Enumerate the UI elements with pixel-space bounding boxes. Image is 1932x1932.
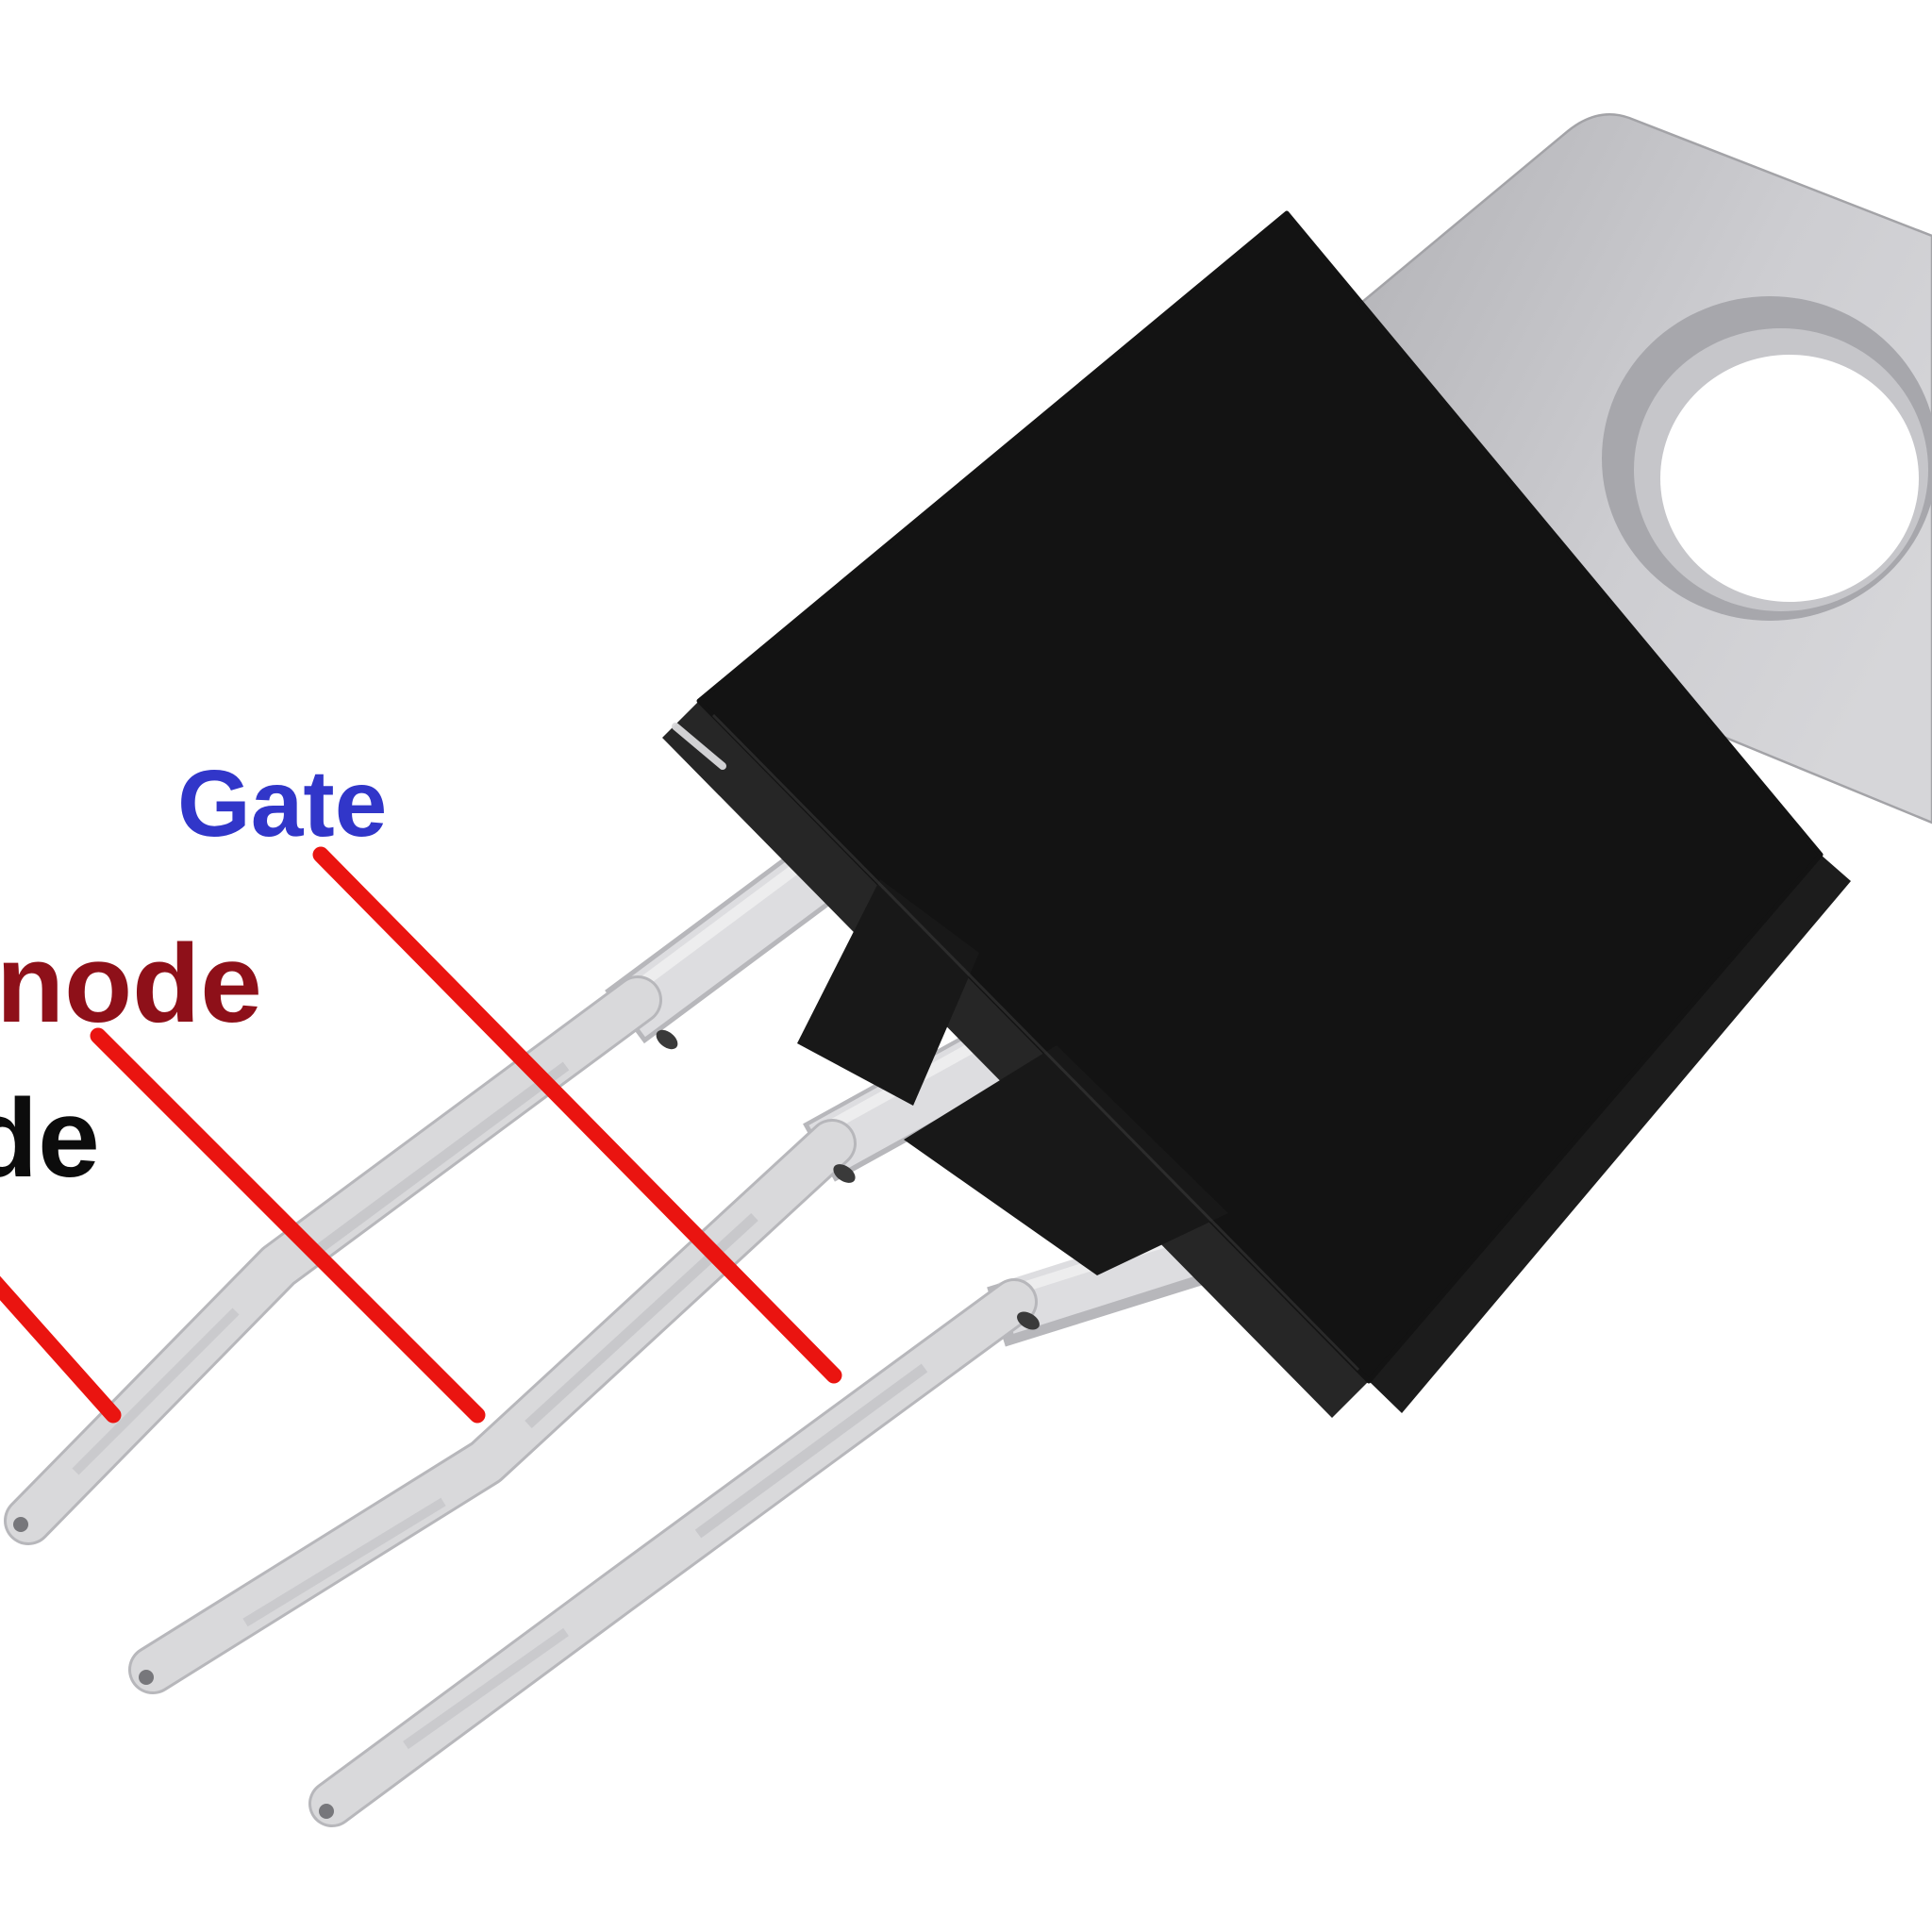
body-flange-between-pin2-pin3: [904, 1045, 1228, 1275]
pin3-streak: [694, 1363, 928, 1539]
pin2-hole-speck: [833, 1164, 856, 1183]
pin2-tip-shadow: [139, 1670, 154, 1685]
pin3-hole-speck: [1017, 1311, 1040, 1330]
body-top-face: [696, 210, 1824, 1384]
gate-pointer-line: [312, 846, 842, 1384]
pin3-streak2: [403, 1627, 569, 1750]
cathode-label-partial: de: [0, 1076, 100, 1201]
mounting-hole: [1602, 296, 1932, 621]
pin-labels: Gate node de: [0, 751, 387, 1201]
gate-label: Gate: [177, 751, 387, 857]
package-body: [662, 210, 1851, 1418]
pin2-streak2: [242, 1497, 446, 1627]
body-edge-seam: [711, 713, 1360, 1372]
anode-label-partial: node: [0, 922, 262, 1046]
body-bevel-lower-right: [1369, 855, 1851, 1413]
pin1-streak: [308, 1061, 570, 1259]
pin1-hole-speck: [656, 1029, 678, 1050]
pin1-streak2: [72, 1307, 240, 1475]
body-bevel-lower-left: [662, 701, 1369, 1418]
heatsink-tab: [1359, 112, 1932, 824]
pin1-tip-shadow: [13, 1517, 28, 1532]
pointer-lines: [0, 846, 842, 1424]
body-flange-between-pin1-pin2: [797, 879, 979, 1106]
anode-pointer-line: [90, 1027, 486, 1424]
cathode-pointer-line: [0, 1275, 122, 1424]
pin3-tip-shadow: [319, 1804, 334, 1819]
hole-opening: [1660, 355, 1919, 602]
body-corner-notch: [672, 723, 726, 770]
